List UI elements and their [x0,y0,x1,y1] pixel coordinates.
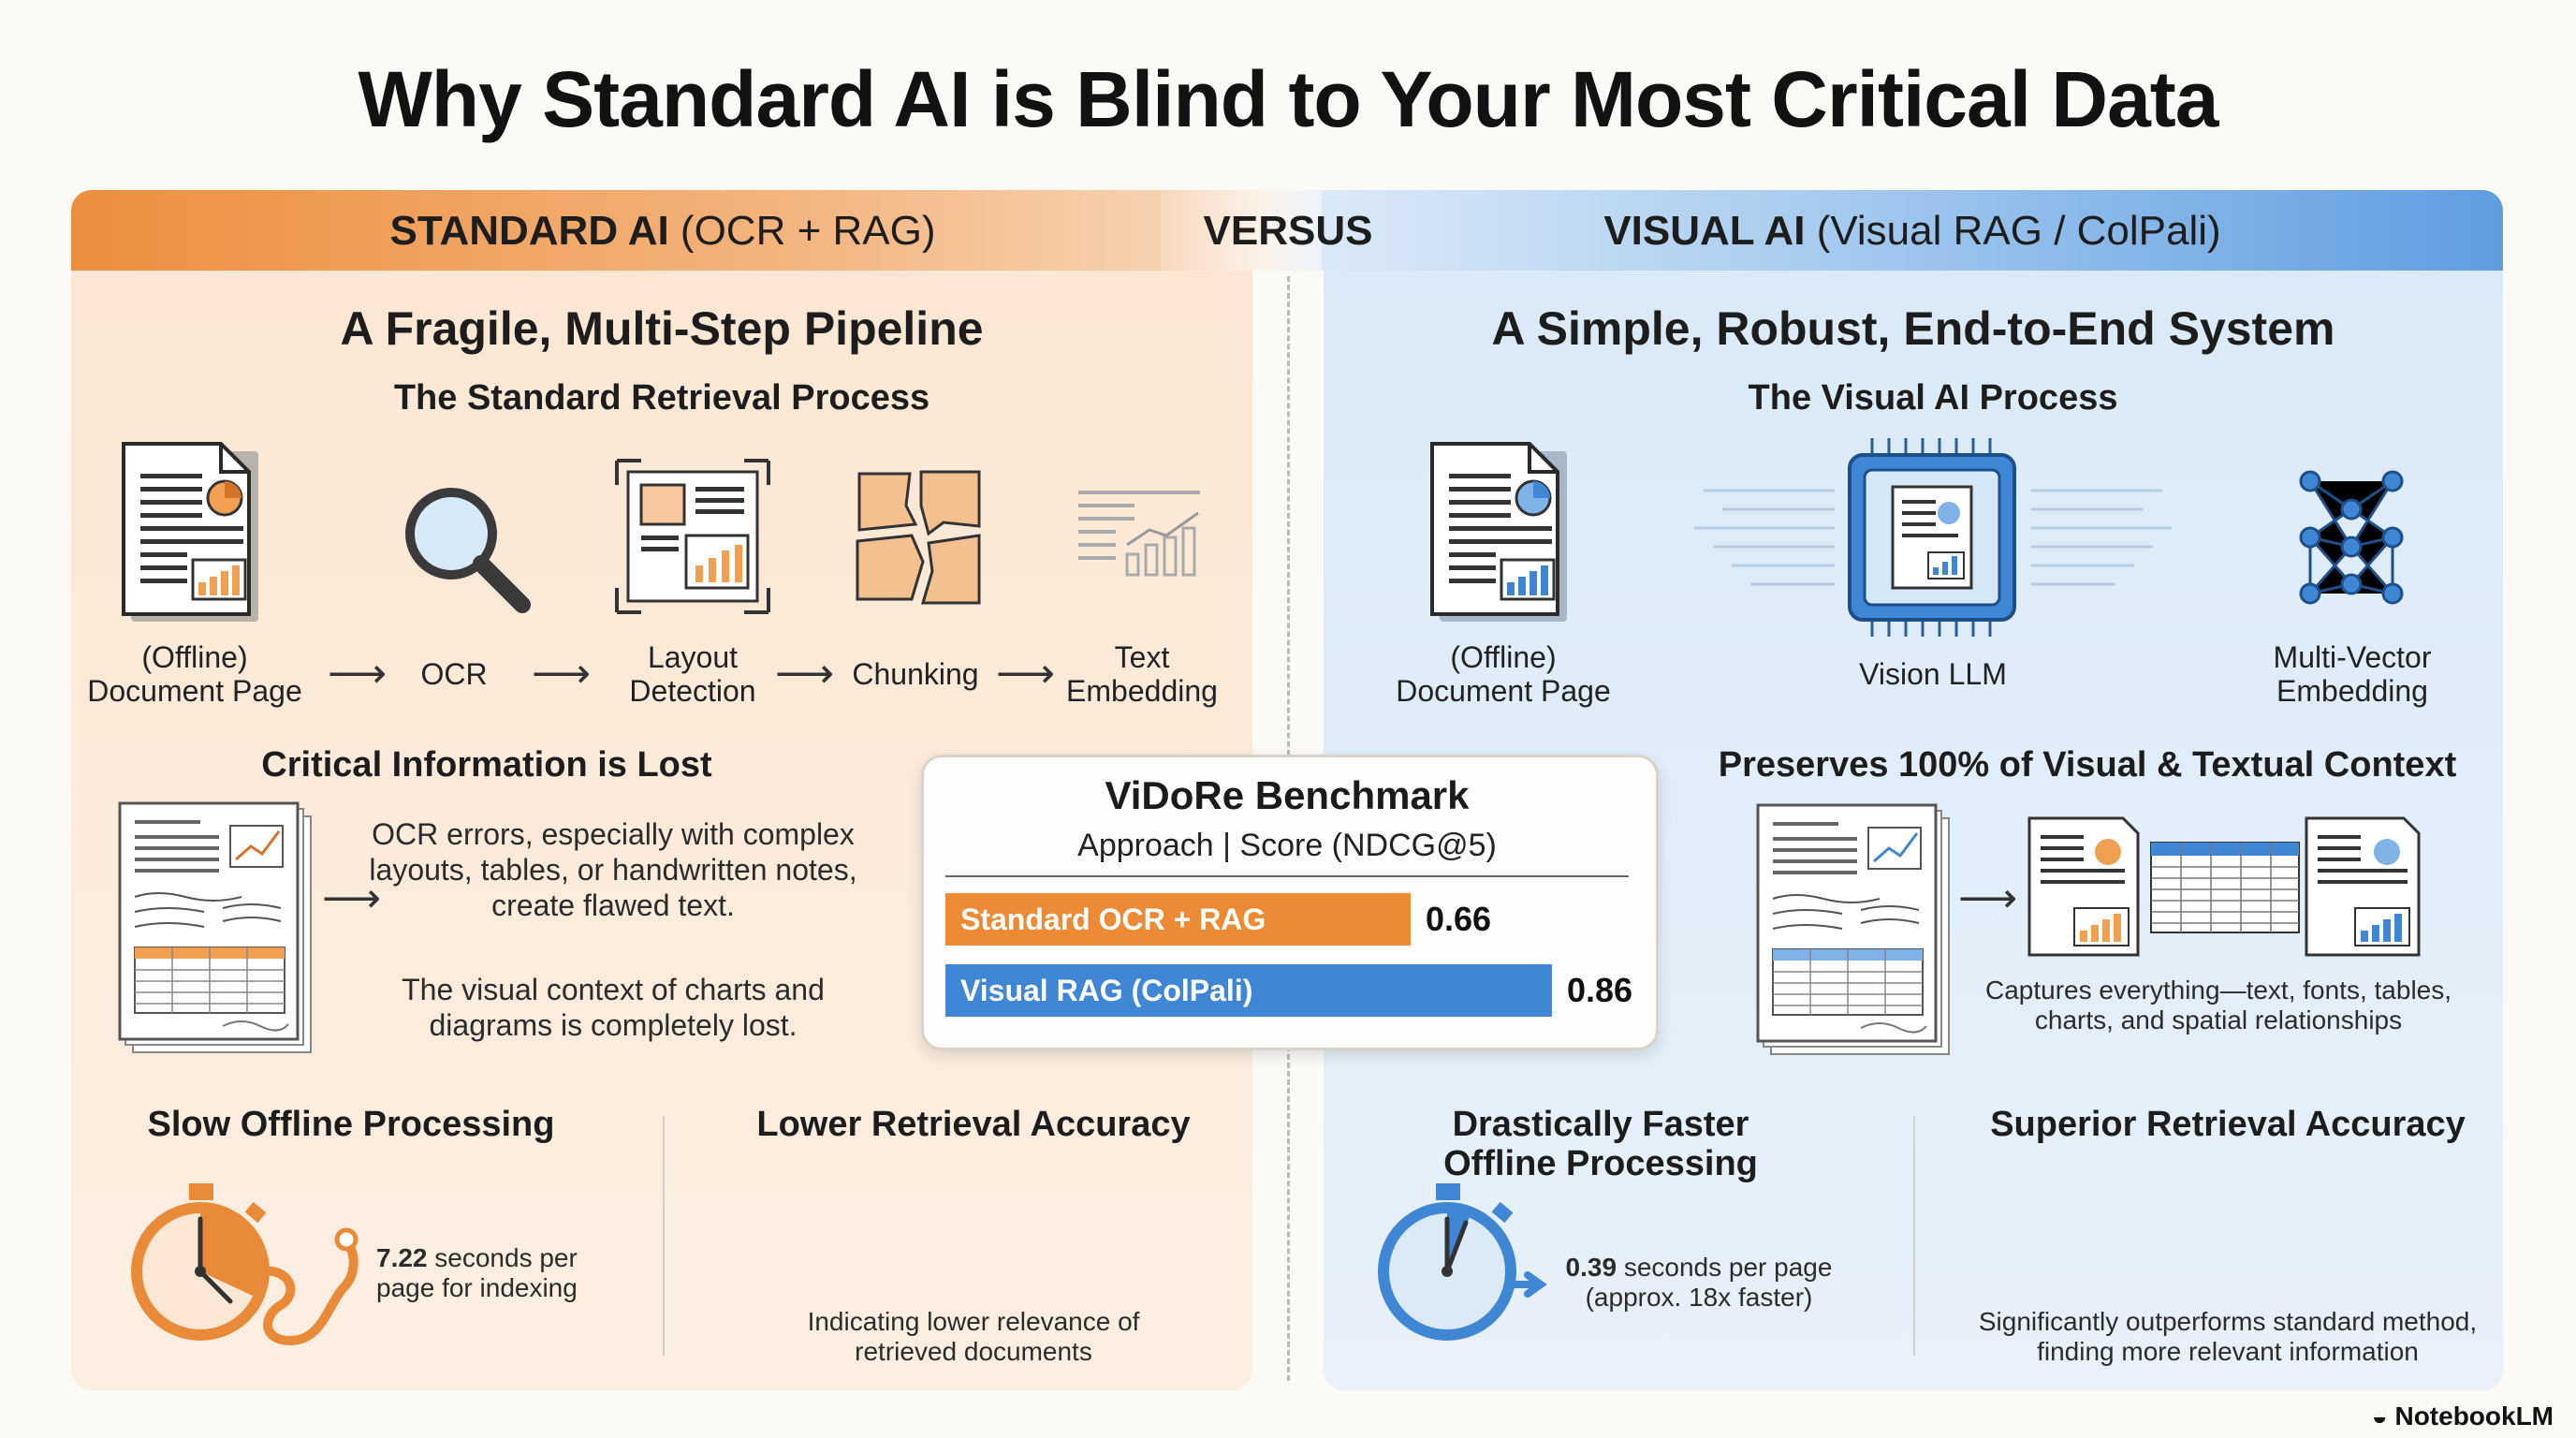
step-document-page-line1: (Offline) [141,640,248,674]
arrow-right-icon: ⟶ [1958,875,2018,921]
faster-processing-title: Drastically Faster Offline Processing [1367,1105,1835,1183]
slow-speed-line2: page for indexing [376,1273,578,1302]
fast-speed-text: 0.39 seconds per page(approx. 18x faster… [1544,1253,1853,1313]
lower-accuracy-line: retrieved documents [855,1337,1092,1366]
visual-ai-heading: VISUAL AI (Visual RAG / ColPali) [1322,208,2503,255]
ocr-errors-line: layouts, tables, or handwritten notes, [369,853,857,887]
benchmark-bar: Visual RAG (ColPali) [945,964,1552,1017]
step-document-page: (Offline)Document Page [73,640,316,708]
scanned-document-icon [118,801,312,1053]
left-process-title: The Standard Retrieval Process [393,378,930,418]
fast-speed-value: 0.39 [1565,1253,1617,1282]
versus-label: VERSUS [1203,208,1373,254]
captures-line: Captures everything—text, fonts, tables, [1984,976,2452,1005]
notebooklm-icon: ◒ [2371,1401,2395,1431]
left-panel-title: A Fragile, Multi-Step Pipeline [340,302,984,355]
chunking-puzzle-icon [856,470,981,605]
preserves-context-title: Preserves 100% of Visual & Textual Conte… [1718,745,2457,785]
visual-context-line: The visual context of charts and [402,973,825,1006]
ocr-errors-text: OCR errors, especially with complex layo… [356,816,871,923]
brand-name: NotebookLM [2394,1401,2554,1431]
faster-processing-line: Offline Processing [1443,1144,1758,1183]
benchmark-title: ViDoRe Benchmark [1105,773,1470,817]
step-multi-vector-line1: Multi-Vector [2273,640,2432,674]
fast-speed-line2: (approx. 18x faster) [1585,1283,1813,1312]
captures-line: charts, and spatial relationships [2034,1005,2403,1034]
visual-ai-heading-bold: VISUAL AI [1603,208,1806,254]
critical-info-lost-title: Critical Information is Lost [261,745,712,785]
stopwatch-icon [1378,1183,1547,1341]
step-layout-detection-line1: Layout [647,640,739,674]
step-document-page-line2: Document Page [87,674,302,708]
extracted-elements-icon [2027,816,2421,957]
step-ocr: OCR [420,657,488,691]
brand-logo: ◒ NotebookLM [2372,1401,2554,1431]
standard-ai-header-bar [71,190,1254,271]
multi-vector-network-icon [2299,470,2404,605]
fast-speed-rest: seconds per page [1617,1253,1833,1282]
layout-detection-icon [615,459,770,614]
page-title: Why Standard AI is Blind to Your Most Cr… [358,55,2219,143]
arrow-right-icon: ⟶ [532,651,592,697]
visual-context-lost-text: The visual context of charts and diagram… [356,972,871,1043]
arrow-right-icon: ⟶ [322,875,382,921]
arrow-right-icon: ⟶ [328,651,388,697]
benchmark-header-rule [945,875,1629,877]
magnifier-icon [405,488,531,613]
step-document-page: (Offline)Document Page [1382,640,1625,708]
step-chunking: Chunking [852,657,979,691]
fast-speed-line1: 0.39 seconds per page [1544,1253,1853,1283]
standard-ai-heading-bold: STANDARD AI [389,208,669,254]
benchmark-header: Approach | Score (NDCG@5) [1077,828,1497,863]
captures-everything-text: Captures everything—text, fonts, tables,… [1947,976,2490,1035]
right-panel-title: A Simple, Robust, End-to-End System [1491,302,2335,355]
superior-accuracy-title: Superior Retrieval Accuracy [1990,1105,2466,1144]
ocr-errors-line: create flawed text. [491,888,735,922]
standard-ai-heading-rest: (OCR + RAG) [668,208,936,254]
arrow-right-icon: ⟶ [775,651,835,697]
slow-processing-title: Slow Offline Processing [147,1105,555,1144]
lower-accuracy-text: Indicating lower relevance of retrieved … [711,1307,1236,1367]
step-document-page-line1: (Offline) [1450,640,1557,674]
left-bottom-separator [663,1116,665,1356]
document-page-icon [122,442,258,622]
step-document-page-line2: Document Page [1396,674,1611,708]
right-process-title: The Visual AI Process [1748,378,2118,418]
ocr-errors-line: OCR errors, especially with complex [372,817,855,851]
slow-speed-value: 7.22 [376,1243,428,1272]
step-vision-llm: Vision LLM [1859,657,2007,691]
text-embedding-icon [1078,491,1200,577]
document-page-icon [1430,442,1567,622]
right-bottom-separator [1913,1116,1915,1356]
arrow-right-icon: ⟶ [996,651,1056,697]
step-multi-vector-line2: Embedding [2276,674,2428,708]
stopwatch-winding-path-icon [131,1183,359,1346]
step-layout-detection-line2: Detection [629,674,756,708]
benchmark-value: 0.66 [1426,900,1492,938]
standard-ai-heading: STANDARD AI (OCR + RAG) [71,208,1254,255]
faster-processing-line: Drastically Faster [1452,1105,1749,1144]
visual-ai-header-bar [1322,190,2503,271]
superior-accuracy-line: finding more relevant information [2037,1337,2419,1366]
visual-context-line: diagrams is completely lost. [429,1008,798,1042]
slow-speed-rest: seconds per [427,1243,578,1272]
scanned-document-icon [1756,803,1950,1055]
superior-accuracy-line: Significantly outperforms standard metho… [1978,1307,2478,1336]
vision-llm-chip-icon [1694,438,2172,637]
lower-accuracy-line: Indicating lower relevance of [807,1307,1140,1336]
superior-accuracy-text: Significantly outperforms standard metho… [1947,1307,2509,1367]
step-text-embedding-line1: Text [1114,640,1170,674]
benchmark-value: 0.86 [1567,971,1633,1009]
lower-accuracy-title: Lower Retrieval Accuracy [756,1105,1191,1144]
step-text-embedding-line2: Embedding [1066,674,1218,708]
visual-ai-heading-rest: (Visual RAG / ColPali) [1805,208,2221,254]
benchmark-bar: Standard OCR + RAG [945,893,1411,946]
